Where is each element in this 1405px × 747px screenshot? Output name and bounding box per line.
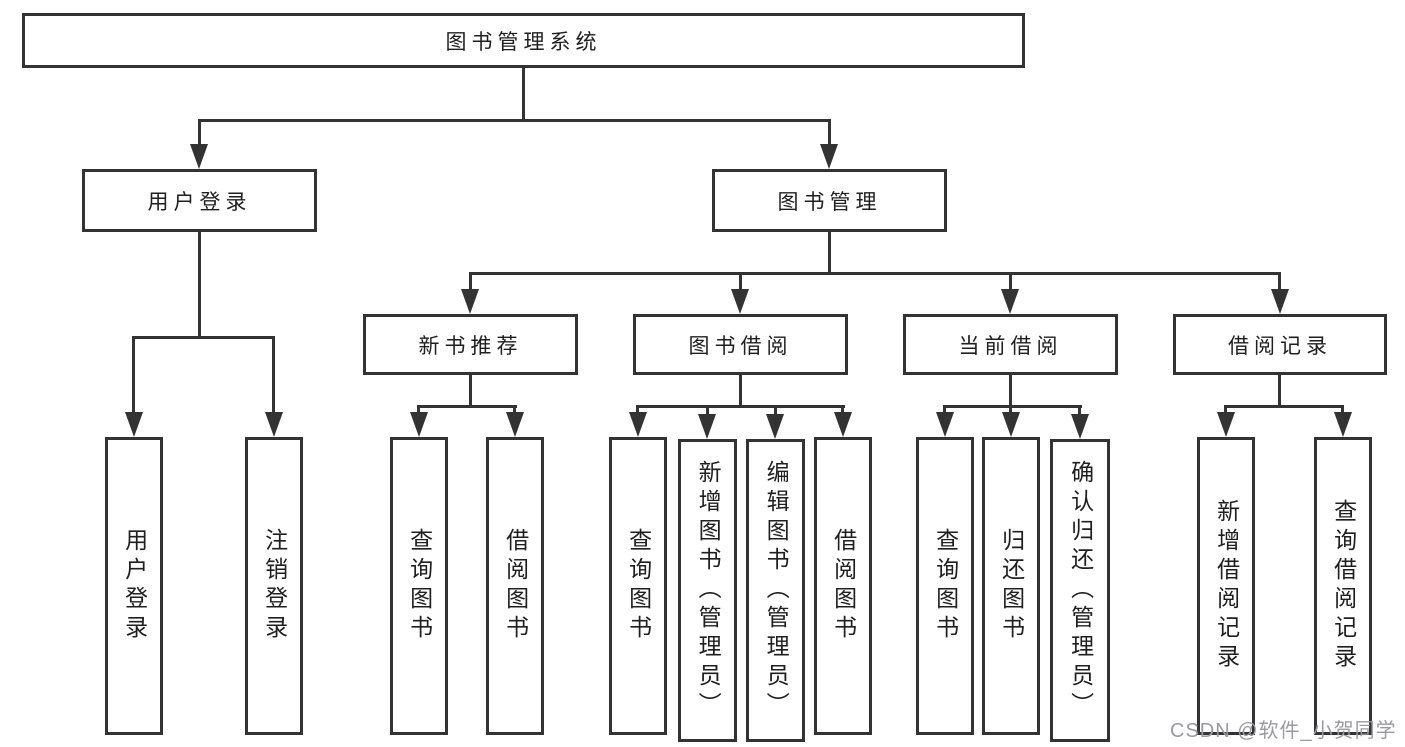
arrow-down-icon — [190, 144, 208, 169]
arrow-down-icon — [1001, 289, 1019, 314]
node-new-book-recommend: 新书推荐 — [363, 314, 578, 375]
leaf-query-books-2: 查询图书 — [609, 437, 667, 735]
node-library-management-system: 图书管理系统 — [22, 13, 1025, 68]
arrow-down-icon — [820, 144, 838, 169]
connector-line — [1078, 405, 1081, 421]
connector-line — [739, 375, 742, 405]
arrow-down-icon — [1271, 289, 1289, 314]
arrow-down-icon — [1002, 412, 1020, 437]
leaf-logout-login: 注销登录 — [245, 437, 303, 735]
connector-line — [828, 119, 831, 152]
arrow-down-icon — [461, 289, 479, 314]
connector-line — [1278, 375, 1281, 405]
arrow-down-icon — [265, 412, 283, 437]
node-book-borrowing: 图书借阅 — [633, 314, 848, 375]
leaf-query-books-1: 查询图书 — [390, 437, 448, 735]
connector-line — [739, 272, 742, 296]
connector-line — [1278, 272, 1281, 296]
connector-line — [132, 336, 135, 420]
connector-line — [198, 119, 831, 122]
connector-line — [469, 375, 472, 405]
arrow-down-icon — [506, 412, 524, 437]
arrow-down-icon — [698, 414, 716, 439]
leaf-confirm-return-admin: 确认归还（管理员） — [1050, 439, 1110, 742]
connector-line — [198, 232, 201, 336]
node-borrowing-records: 借阅记录 — [1173, 314, 1387, 375]
watermark-text: CSDN @软件_小贺同学 — [1170, 720, 1397, 742]
node-book-management: 图书管理 — [712, 169, 947, 232]
arrow-down-icon — [410, 412, 428, 437]
connector-line — [1009, 272, 1012, 296]
connector-line — [469, 272, 472, 296]
leaf-borrow-books-1: 借阅图书 — [486, 437, 544, 735]
leaf-borrow-books-2: 借阅图书 — [814, 437, 872, 735]
arrow-down-icon — [936, 412, 954, 437]
leaf-add-book-admin: 新增图书（管理员） — [678, 439, 737, 742]
arrow-down-icon — [766, 414, 784, 439]
arrow-down-icon — [1217, 412, 1235, 437]
connector-line — [706, 405, 709, 421]
connector-line — [417, 405, 517, 408]
node-current-borrowing: 当前借阅 — [903, 314, 1118, 375]
connector-line — [943, 405, 1082, 408]
connector-line — [636, 405, 845, 408]
connector-line — [522, 68, 525, 119]
leaf-query-books-3: 查询图书 — [916, 437, 974, 735]
leaf-edit-book-admin: 编辑图书（管理员） — [746, 439, 805, 742]
arrow-down-icon — [1334, 412, 1352, 437]
connector-line — [828, 232, 831, 272]
leaf-return-books: 归还图书 — [982, 437, 1040, 735]
arrow-down-icon — [1071, 414, 1089, 439]
leaf-add-borrow-record: 新增借阅记录 — [1197, 437, 1255, 735]
arrow-down-icon — [629, 412, 647, 437]
leaf-user-login: 用户登录 — [105, 437, 163, 735]
connector-line — [272, 336, 275, 420]
leaf-query-borrow-record: 查询借阅记录 — [1314, 437, 1372, 735]
node-user-login: 用户登录 — [82, 169, 317, 232]
connector-line — [132, 336, 275, 339]
connector-line — [1009, 375, 1012, 405]
connector-line — [774, 405, 777, 421]
arrow-down-icon — [834, 412, 852, 437]
connector-line — [1224, 405, 1344, 408]
arrow-down-icon — [125, 412, 143, 437]
connector-line — [469, 272, 1281, 275]
arrow-down-icon — [731, 289, 749, 314]
connector-line — [198, 119, 201, 152]
